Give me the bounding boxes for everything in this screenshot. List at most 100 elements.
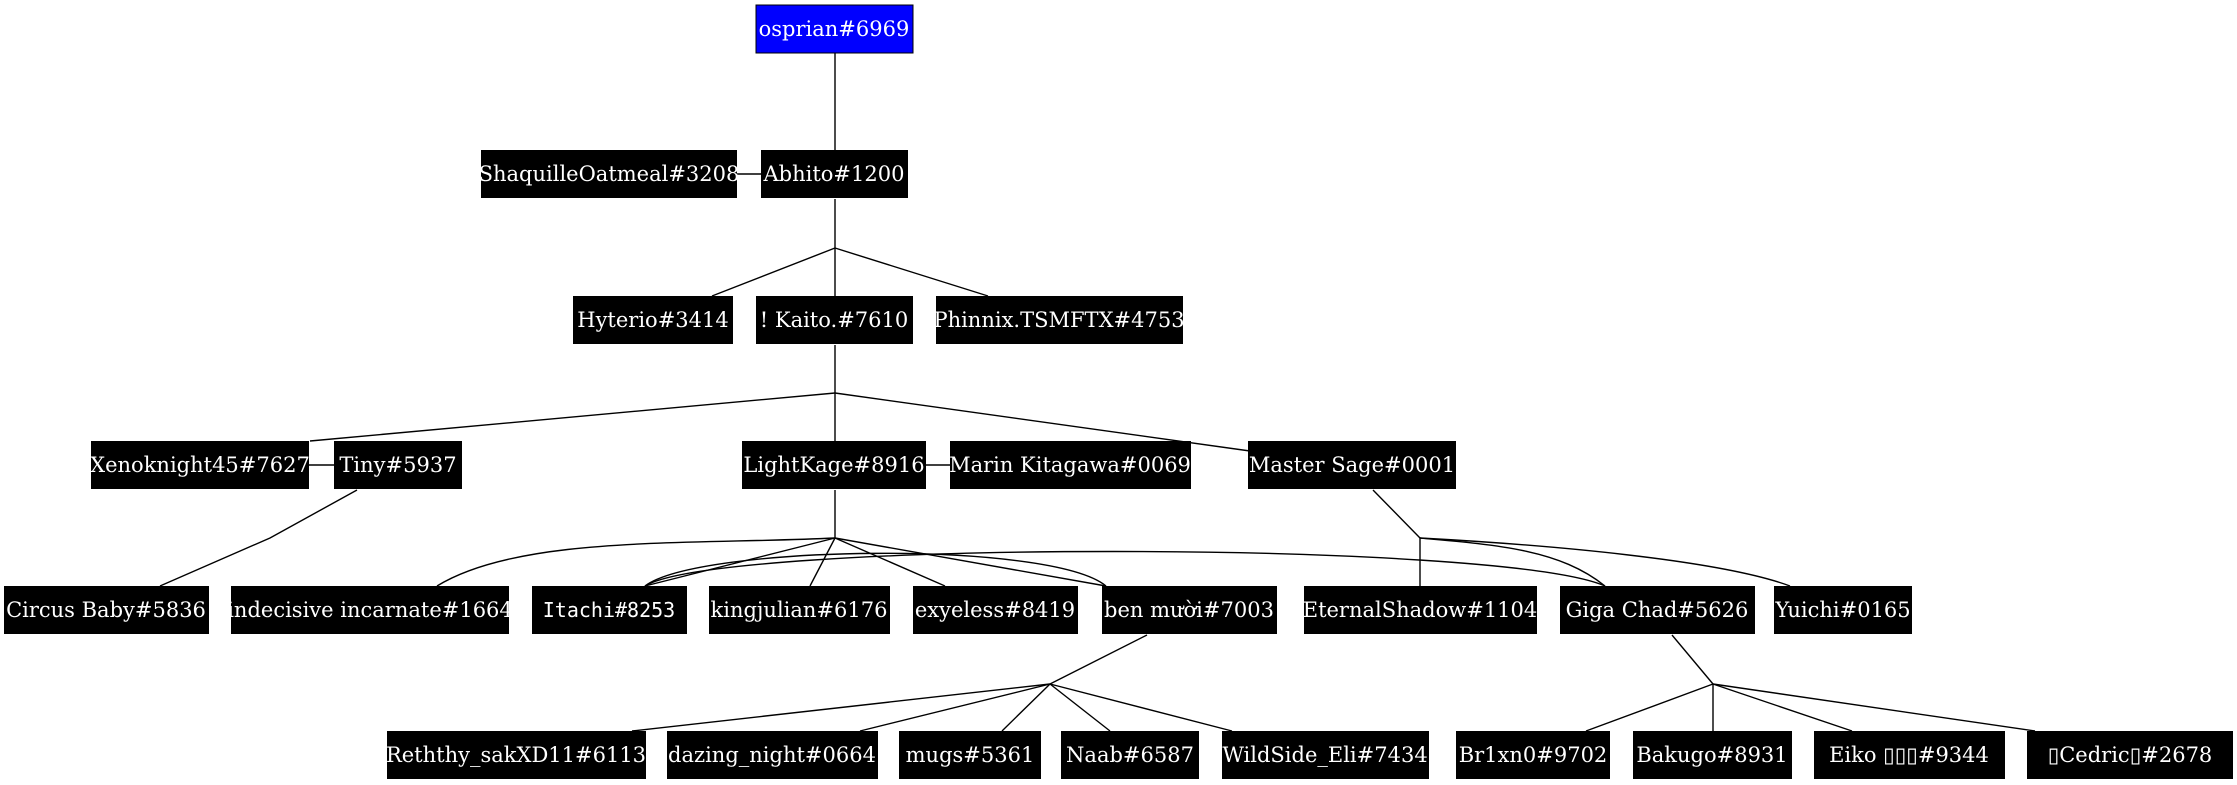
node-phinnix: Phinnix.TSMFTX#4753 [933, 296, 1185, 344]
node-label: Marin Kitagawa#0069 [949, 453, 1191, 477]
node-benmuoi: ben mười#7003 [1102, 586, 1277, 634]
node-box [950, 441, 1191, 489]
node-gigachad: Giga Chad#5626 [1560, 586, 1755, 634]
edge-lightkage-benmuoi [834, 537, 1107, 587]
node-box [4, 586, 209, 634]
node-label: Hyterio#3414 [577, 308, 728, 332]
node-label: WildSide_Eli#7434 [1222, 743, 1427, 767]
node-exyeless: exyeless#8419 [913, 586, 1078, 634]
node-label: mugs#5361 [906, 743, 1035, 767]
edge-lightkage-indecisive [436, 537, 836, 587]
node-label: Eiko ▯▯▯#9344 [1829, 743, 1989, 767]
node-shaquille: ShaquilleOatmeal#3208 [479, 150, 740, 198]
node-label: ▯Cedric▯#2678 [2048, 743, 2213, 767]
node-wildside: WildSide_Eli#7434 [1222, 731, 1429, 779]
node-label: Itachi#8253 [543, 598, 675, 622]
edge-benmuoi-dazing [859, 683, 1051, 732]
node-label: ! Kaito.#7610 [760, 308, 908, 332]
edge-gigachad-cedric [1712, 683, 2036, 732]
node-kaito: ! Kaito.#7610 [756, 296, 913, 344]
node-circusbaby: Circus Baby#5836 [4, 586, 209, 634]
node-indecisive: indecisive incarnate#1664 [227, 586, 513, 634]
edge-gigachad-br1xn0 [1585, 683, 1714, 732]
node-label: Phinnix.TSMFTX#4753 [933, 308, 1184, 332]
node-label: Giga Chad#5626 [1566, 598, 1749, 622]
node-box [532, 586, 687, 634]
edge-abhito-phinnix [834, 247, 989, 297]
edge-layer [159, 53, 2036, 732]
node-box [2027, 731, 2233, 779]
edge-benmuoi-mugs [1001, 683, 1051, 732]
node-cedric: ▯Cedric▯#2678 [2027, 731, 2233, 779]
node-abhito: Abhito#1200 [761, 150, 908, 198]
edge-mastersage-gigachad [1419, 537, 1606, 587]
edge-benmuoi-junction [1049, 634, 1148, 685]
node-reththy: Reththy_sakXD11#6113 [386, 731, 646, 779]
edge-benmuoi-wildside [1049, 683, 1233, 732]
node-mastersage: Master Sage#0001 [1248, 441, 1456, 489]
node-box [899, 731, 1041, 779]
node-eiko: Eiko ▯▯▯#9344 [1814, 731, 2005, 779]
node-box [1222, 731, 1429, 779]
node-box [1248, 441, 1456, 489]
node-label: Tiny#5937 [339, 453, 456, 477]
node-label: Master Sage#0001 [1249, 453, 1455, 477]
node-label: ShaquilleOatmeal#3208 [479, 162, 740, 186]
node-layer: osprian#6969 ShaquilleOatmeal#3208 Abhit… [4, 4, 2233, 779]
node-box [231, 586, 509, 634]
node-box [481, 150, 737, 198]
node-box [709, 586, 890, 634]
node-eternalshadow: EternalShadow#1104 [1303, 586, 1537, 634]
node-box [1560, 586, 1755, 634]
edge-mastersage-junction [1372, 489, 1421, 539]
node-xenoknight: Xenoknight45#7627 [90, 441, 310, 489]
node-box [1061, 731, 1199, 779]
node-box [91, 441, 309, 489]
node-naab: Naab#6587 [1061, 731, 1199, 779]
node-tiny: Tiny#5937 [334, 441, 462, 489]
node-box [1456, 731, 1610, 779]
node-box [387, 731, 646, 779]
edge-lightkage-kingjulian [809, 537, 836, 587]
edge-arc-itachi-gigachad [644, 550, 1606, 587]
node-box [334, 441, 462, 489]
node-box [573, 296, 733, 344]
node-osprian: osprian#6969 [755, 4, 914, 54]
node-label: Yuichi#0165 [1774, 598, 1910, 622]
node-label: dazing_night#0664 [668, 743, 876, 767]
node-box [761, 150, 908, 198]
edge-mastersage-yuichi [1419, 537, 1791, 587]
edge-benmuoi-reththy [631, 683, 1051, 732]
node-label: indecisive incarnate#1664 [227, 598, 513, 622]
node-label: ben mười#7003 [1104, 598, 1274, 622]
node-hyterio: Hyterio#3414 [573, 296, 733, 344]
node-marin: Marin Kitagawa#0069 [949, 441, 1191, 489]
node-label: Reththy_sakXD11#6113 [386, 743, 646, 767]
node-kingjulian: kingjulian#6176 [709, 586, 890, 634]
node-label: Br1xn0#9702 [1459, 743, 1608, 767]
node-label: LightKage#8916 [743, 453, 924, 477]
node-label: kingjulian#6176 [711, 598, 888, 622]
node-box [1814, 731, 2005, 779]
node-bakugo: Bakugo#8931 [1633, 731, 1792, 779]
node-box [1633, 731, 1792, 779]
node-itachi: Itachi#8253 [532, 586, 687, 634]
node-box [1304, 586, 1537, 634]
edge-gigachad-junction [1671, 634, 1714, 685]
node-label: Naab#6587 [1066, 743, 1194, 767]
node-box [1774, 586, 1912, 634]
node-label: exyeless#8419 [915, 598, 1075, 622]
node-label: Abhito#1200 [763, 162, 905, 186]
node-mugs: mugs#5361 [899, 731, 1041, 779]
node-yuichi: Yuichi#0165 [1774, 586, 1912, 634]
node-box [742, 441, 926, 489]
node-label: Circus Baby#5836 [6, 598, 206, 622]
node-label: Xenoknight45#7627 [90, 453, 310, 477]
node-label: Bakugo#8931 [1636, 743, 1787, 767]
edge-kaito-xenoknight [309, 392, 836, 442]
edge-tiny-circusbaby [159, 489, 358, 587]
edge-abhito-hyterio [711, 247, 836, 297]
node-dazing: dazing_night#0664 [667, 731, 878, 779]
edge-lightkage-exyeless [834, 537, 946, 587]
